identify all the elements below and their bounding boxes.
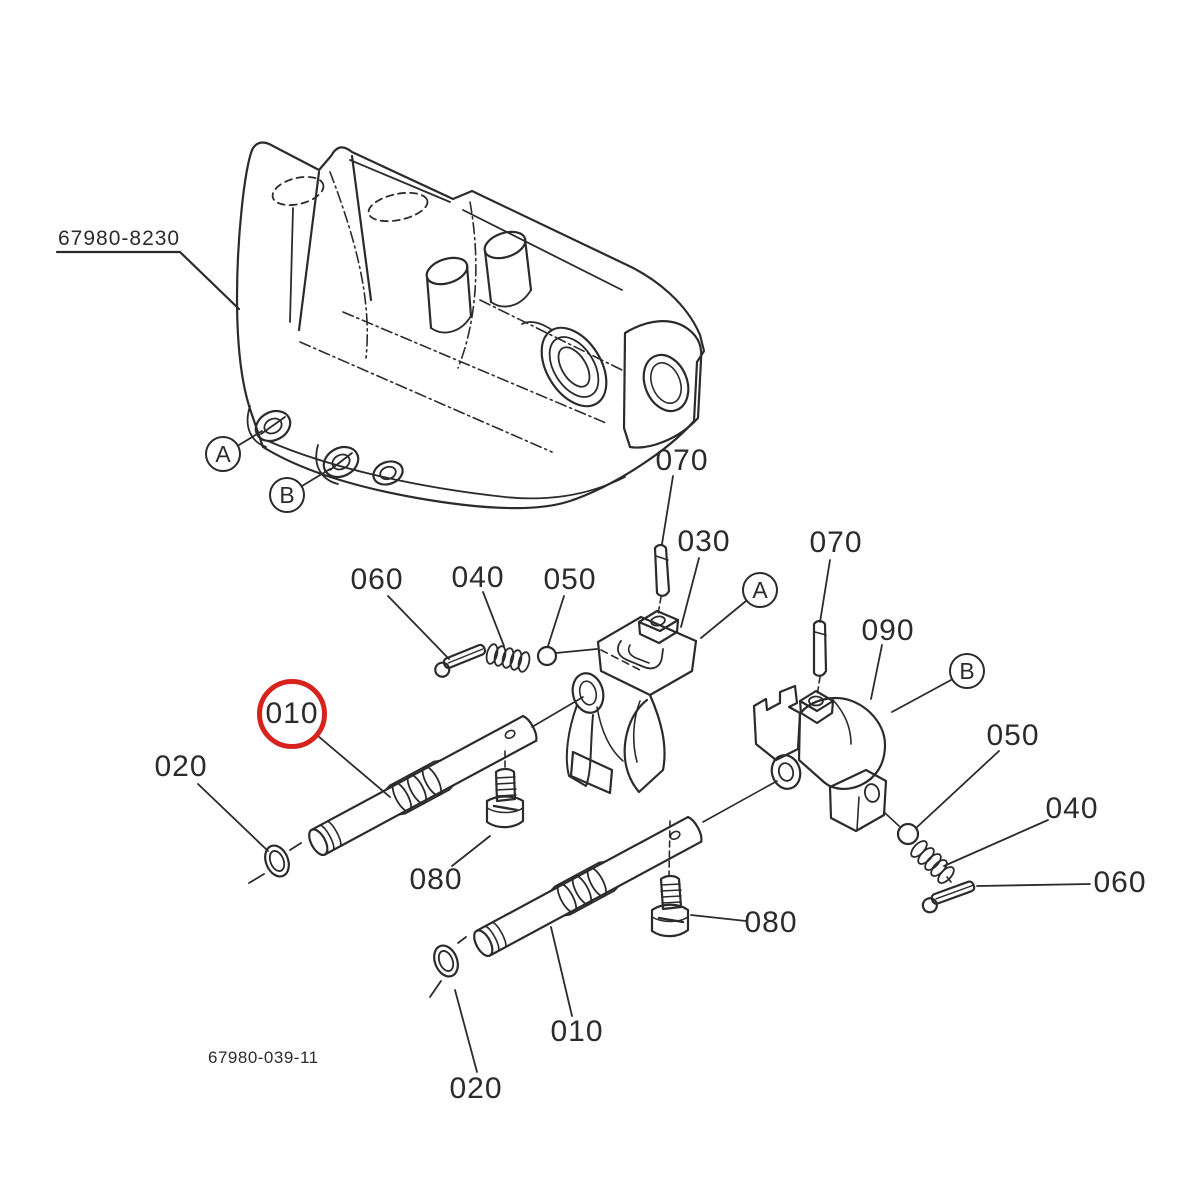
callout-070-top: 070	[655, 444, 709, 477]
assembly-part-number: 67980-8230	[58, 227, 181, 250]
callout-020-left: 020	[154, 750, 208, 783]
cotter-pin-060-left	[434, 643, 487, 678]
fork-assembly-030	[531, 609, 698, 795]
bolt-080-right	[650, 820, 690, 938]
callout-020-bottom: 020	[449, 1072, 503, 1105]
callout-080-left: 080	[409, 863, 463, 896]
view-marker-a-fork: A	[742, 572, 778, 608]
leader-lines	[197, 430, 1091, 1073]
ball-050-left	[536, 645, 558, 667]
callout-080-right: 080	[744, 906, 798, 939]
callout-040-left: 040	[451, 561, 505, 594]
callout-090: 090	[861, 614, 915, 647]
callout-070-right: 070	[809, 526, 863, 559]
shaft-010-upper	[308, 714, 538, 857]
drawing-number: 67980-039-11	[208, 1048, 319, 1067]
view-marker-b-housing: B	[269, 477, 305, 513]
callout-060-left: 060	[350, 563, 404, 596]
callout-060-right: 060	[1093, 866, 1147, 899]
valve-assembly-090	[752, 684, 888, 833]
shaft-010-lower	[473, 815, 703, 958]
callout-030: 030	[677, 525, 731, 558]
callout-010-bottom: 010	[550, 1015, 604, 1048]
pin-070-left	[653, 543, 671, 597]
housing-outline	[235, 141, 706, 510]
callout-040-right: 040	[1045, 792, 1099, 825]
view-marker-b-valve: B	[949, 653, 985, 689]
ball-050-right	[896, 822, 920, 846]
o-ring-020-lower	[429, 936, 467, 998]
bolt-080-left	[485, 750, 525, 829]
highlight-circle: 010	[257, 679, 327, 749]
cotter-pin-060-right	[921, 880, 976, 914]
view-marker-a-housing: A	[205, 436, 241, 472]
callout-050-left: 050	[543, 563, 597, 596]
callout-010-highlighted: 010	[265, 697, 319, 730]
o-ring-020-upper	[248, 842, 302, 884]
assembly-label-leader	[55, 250, 241, 311]
spring-040-right	[910, 840, 955, 884]
pin-070-right	[812, 619, 828, 677]
callout-050-right: 050	[986, 719, 1040, 752]
spring-040-left	[485, 643, 531, 673]
